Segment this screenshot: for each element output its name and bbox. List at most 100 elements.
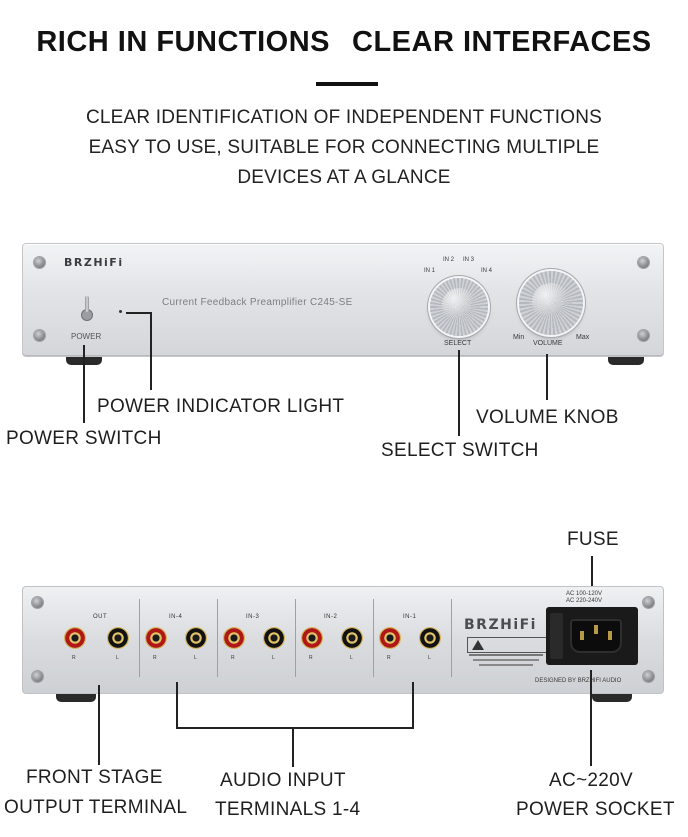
- screw-icon: [32, 671, 43, 682]
- description-line-1: CLEAR IDENTIFICATION OF INDEPENDENT FUNC…: [85, 107, 603, 128]
- power-indicator-light: [119, 310, 122, 313]
- page-title: RICH IN FUNCTIONS CLEAR INTERFACES: [0, 26, 688, 59]
- l-label: L: [428, 655, 431, 661]
- group-label-in2: IN-2: [324, 614, 338, 620]
- callout-line-input-right: [412, 682, 414, 728]
- callout-power-indicator: POWER INDICATOR LIGHT: [97, 396, 345, 417]
- r-label: R: [153, 655, 157, 661]
- fuse-holder[interactable]: [550, 613, 563, 659]
- callout-power-socket-2: POWER SOCKET: [516, 799, 675, 820]
- screw-icon: [643, 671, 654, 682]
- l-label: L: [350, 655, 353, 661]
- power-switch[interactable]: [85, 296, 89, 312]
- screw-icon: [32, 597, 43, 608]
- group-divider: [139, 599, 140, 677]
- out-l-jack[interactable]: [107, 627, 129, 649]
- rear-foot-right: [592, 692, 632, 702]
- volume-label: VOLUME: [533, 340, 563, 347]
- callout-power-switch: POWER SWITCH: [6, 428, 162, 449]
- group-label-in3: IN-3: [246, 614, 260, 620]
- rear-foot-left: [56, 692, 96, 702]
- warning-icon: [472, 640, 484, 650]
- r-label: R: [309, 655, 313, 661]
- description-line-3: DEVICES AT A GLANCE: [237, 167, 451, 188]
- in3-r-jack[interactable]: [223, 627, 245, 649]
- voltage-option-2: AC 220-240V: [566, 598, 603, 604]
- callout-audio-input-1: AUDIO INPUT: [220, 770, 346, 791]
- power-switch-base: [82, 310, 92, 320]
- description-line-2: EASY TO USE, SUITABLE FOR CONNECTING MUL…: [88, 137, 600, 158]
- callout-line-socket: [590, 670, 592, 766]
- screw-icon: [638, 257, 649, 268]
- group-divider: [217, 599, 218, 677]
- callout-line-input-left: [176, 682, 178, 728]
- in3-l-jack[interactable]: [263, 627, 285, 649]
- input-1-label: IN 1: [424, 268, 436, 274]
- volume-knob[interactable]: [519, 271, 583, 335]
- front-brand-logo: BRZHiFi: [64, 256, 124, 269]
- input-3-label: IN 3: [463, 257, 475, 263]
- iec-inlet: [570, 619, 622, 653]
- in4-l-jack[interactable]: [185, 627, 207, 649]
- in1-r-jack[interactable]: [379, 627, 401, 649]
- callout-line-indicator: [150, 312, 152, 390]
- model-name: Current Feedback Preamplifier C245-SE: [162, 297, 353, 308]
- callout-volume-knob: VOLUME KNOB: [476, 407, 619, 428]
- power-label: POWER: [71, 332, 102, 341]
- callout-line-fuse: [591, 556, 593, 598]
- socket-pin: [608, 631, 612, 640]
- in4-r-jack[interactable]: [145, 627, 167, 649]
- socket-pin: [580, 631, 584, 640]
- in2-l-jack[interactable]: [341, 627, 363, 649]
- select-knob[interactable]: [430, 278, 488, 336]
- callout-line-input-stem: [292, 727, 294, 767]
- callout-line-front-stage: [98, 685, 100, 765]
- callout-select-switch: SELECT SWITCH: [381, 440, 539, 461]
- out-r-jack[interactable]: [64, 627, 86, 649]
- title-left: RICH IN FUNCTIONS: [36, 26, 331, 58]
- r-label: R: [231, 655, 235, 661]
- fine-print: [469, 654, 543, 656]
- screw-icon: [34, 330, 45, 341]
- l-label: L: [272, 655, 275, 661]
- callout-fuse: FUSE: [567, 529, 619, 550]
- group-divider: [451, 599, 452, 677]
- volume-min-label: Min: [513, 334, 525, 341]
- group-divider: [295, 599, 296, 677]
- select-label: SELECT: [444, 340, 472, 347]
- voltage-option-1: AC 100-120V: [566, 591, 603, 597]
- warning-label: [467, 637, 547, 653]
- group-label-in4: IN-4: [169, 614, 183, 620]
- title-underline: [316, 82, 378, 86]
- group-label-in1: IN-1: [403, 614, 417, 620]
- input-2-label: IN 2: [443, 257, 455, 263]
- screw-icon: [643, 597, 654, 608]
- r-label: R: [72, 655, 76, 661]
- callout-line-indicator-h: [126, 312, 152, 314]
- callout-line-input-bracket: [176, 727, 414, 729]
- callout-line-switch: [83, 345, 85, 423]
- rear-panel: OUT R L IN-4 R L IN-3 R L IN-2 R L IN-1 …: [22, 586, 664, 694]
- rear-brand-logo: BRZHiFi: [464, 617, 537, 633]
- l-label: L: [194, 655, 197, 661]
- l-label: L: [116, 655, 119, 661]
- callout-audio-input-2: TERMINALS 1-4: [215, 799, 361, 820]
- socket-pin: [594, 625, 598, 634]
- fine-print: [473, 659, 539, 661]
- callout-front-stage-2: OUTPUT TERMINAL: [4, 797, 188, 818]
- volume-max-label: Max: [576, 334, 590, 341]
- screw-icon: [34, 257, 45, 268]
- group-divider: [373, 599, 374, 677]
- in1-l-jack[interactable]: [419, 627, 441, 649]
- callout-line-select: [458, 350, 460, 436]
- in2-r-jack[interactable]: [301, 627, 323, 649]
- title-right: CLEAR INTERFACES: [352, 26, 652, 58]
- designed-by: DESIGNED BY BRZHIFI AUDIO: [535, 678, 622, 684]
- callout-power-socket-1: AC~220V: [549, 770, 633, 791]
- front-panel: BRZHiFi POWER Current Feedback Preamplif…: [22, 243, 664, 357]
- input-4-label: IN 4: [481, 268, 493, 274]
- screw-icon: [638, 330, 649, 341]
- r-label: R: [387, 655, 391, 661]
- callout-line-volume: [546, 354, 548, 400]
- power-socket[interactable]: [546, 607, 638, 665]
